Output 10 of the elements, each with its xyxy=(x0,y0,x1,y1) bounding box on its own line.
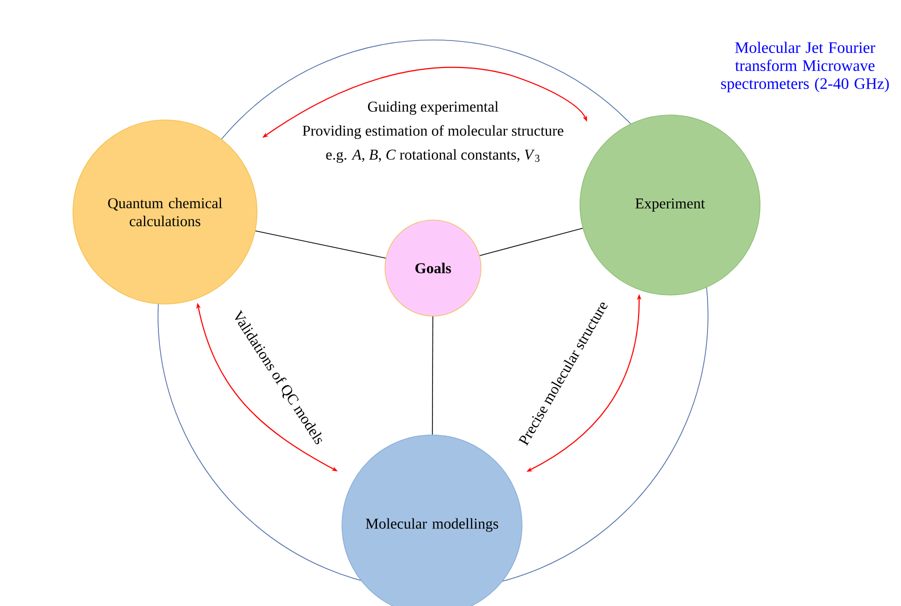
note-text: Providing estimation of molecular structure xyxy=(302,125,564,139)
circle-node: Goals xyxy=(384,220,482,316)
note-text: e.g. A, B, C rotational constants, V$_{3}$ xyxy=(326,149,540,163)
circle-node: Experiment xyxy=(580,114,760,296)
circle-node: Quantum chemical calculations xyxy=(72,120,258,304)
note-text: Molecular Jet Fourier transform Microwave spectrometers (2-40 GHz) xyxy=(721,42,889,92)
connector-line xyxy=(479,228,584,256)
edge-label: Guiding experimental xyxy=(366,100,500,116)
connector-line xyxy=(432,316,434,435)
connector-line xyxy=(255,230,386,258)
